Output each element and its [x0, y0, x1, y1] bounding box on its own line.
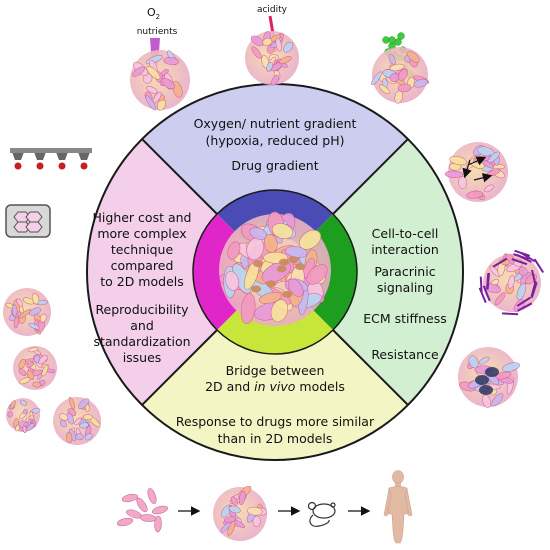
segment-top-bg	[142, 84, 408, 215]
bottom-text-3: Response to drugs more similar	[176, 414, 375, 429]
left-text-6: Reproducibility	[95, 302, 189, 317]
left-text-7: and	[130, 318, 154, 333]
bottom-text-2: 2D and in vivo models	[205, 379, 345, 394]
divider-line-3	[141, 138, 218, 215]
segment-left-bg	[87, 139, 218, 405]
spheroid-icon-5	[483, 253, 541, 313]
divider-line-4	[332, 138, 409, 215]
top-text-3: Drug gradient	[231, 158, 318, 173]
spheroid-icon-11	[213, 485, 268, 541]
multiwell-plate-icon	[5, 204, 51, 238]
spheroid-icon-6	[458, 347, 520, 408]
center-spheroid-icon	[219, 211, 331, 326]
segment-bottom-bg	[142, 329, 408, 460]
inner-circle	[192, 189, 358, 355]
top-text-1: Oxygen/ nutrient gradient	[194, 116, 357, 131]
top-text-2: (hypoxia, reduced pH)	[206, 133, 345, 148]
segment-right-bg	[332, 139, 463, 405]
left-text-8: standardization	[93, 334, 190, 349]
spheroid-icon-10	[53, 396, 101, 445]
divider-line-1	[332, 329, 409, 406]
spheroid-icon-7	[3, 288, 51, 336]
left-text-3: technique	[111, 242, 174, 257]
right-text-4: signaling	[377, 280, 433, 295]
spheroid-icon-2	[245, 31, 299, 86]
bottom-text-2-italic: in vivo	[254, 379, 296, 394]
left-text-1: Higher cost and	[93, 210, 192, 225]
hanging-drop-icon	[10, 148, 92, 170]
nutrients-label: nutrients	[137, 27, 178, 37]
spheroid-icon-4	[444, 142, 508, 202]
spheroid-icons	[3, 31, 545, 541]
mouse-icon	[307, 501, 336, 527]
spheroid-icon-8	[13, 346, 57, 390]
spheroid-icon-9	[6, 398, 41, 434]
right-text-6: Resistance	[371, 347, 439, 362]
segment-dividers	[141, 138, 409, 406]
right-text-5: ECM stiffness	[363, 311, 447, 326]
right-text-2: interaction	[371, 242, 439, 257]
loose-cells-icon	[116, 488, 169, 533]
left-text-2: more complex	[97, 226, 186, 241]
right-text-3: Paracrinic	[374, 264, 435, 279]
spheroid-icon-3	[371, 47, 430, 104]
left-text-4: compared	[111, 258, 174, 273]
bottom-text-4: than in 2D models	[218, 431, 333, 446]
left-text-5: to 2D models	[100, 274, 184, 289]
left-text-9: issues	[123, 350, 162, 365]
human-silhouette-icon	[383, 470, 413, 544]
spheroid-icon-1	[130, 50, 190, 111]
o2-label: O2	[147, 6, 160, 21]
bottom-text-2-pre: 2D and	[205, 379, 254, 394]
bottom-text-2-post: models	[295, 379, 344, 394]
bottom-text-1: Bridge between	[226, 363, 325, 378]
acidity-label: acidity	[257, 5, 288, 15]
right-text-1: Cell-to-cell	[372, 226, 439, 241]
divider-line-2	[141, 329, 218, 406]
